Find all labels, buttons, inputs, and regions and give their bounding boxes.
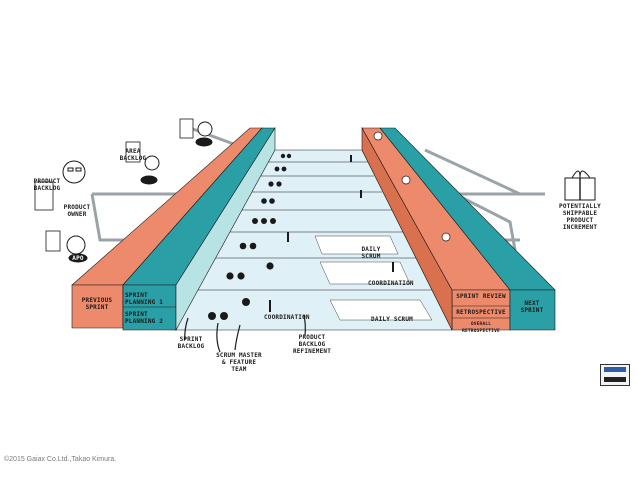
product-owner-label: PRODUCT OWNER [63, 204, 91, 218]
sprint-planning-2-label: SPRINT PLANNING 2 [125, 311, 164, 325]
gift-icon [564, 170, 596, 201]
coordination-label: COORDINATION [264, 314, 310, 321]
area-backlog-label: AREA BACKLOG [119, 148, 147, 162]
backlog-refinement-label: PRODUCT BACKLOG REFINEMENT [292, 334, 332, 355]
license-badge [600, 364, 630, 386]
retrospective-label: RETROSPECTIVE [456, 309, 506, 316]
potentially-shippable-label: POTENTIALLY SHIPPABLE PRODUCT INCREMENT [559, 203, 601, 231]
daily-scrum-label-2: DAILY SCRUM [361, 246, 381, 260]
flower-icon [373, 131, 451, 242]
team-figures [208, 153, 292, 320]
previous-sprint-label: PREVIOUS SPRINT [81, 297, 113, 311]
sprint-review-block [361, 126, 511, 331]
apo-icon [66, 121, 213, 263]
overall-retrospective-label: OVERALL RETROSPECTIVE [462, 322, 500, 334]
next-sprint-label: NEXT SPRINT [520, 300, 544, 314]
backlog-sheet-icon [34, 118, 194, 252]
sprint-planning-1-label: SPRINT PLANNING 1 [125, 292, 164, 306]
apo-label: APO [72, 255, 84, 262]
coordination-arrows [269, 155, 394, 312]
scrum-master-team-label: SCRUM MASTER & FEATURE TEAM [216, 352, 262, 373]
product-backlog-label: PRODUCT BACKLOG [33, 178, 61, 192]
pointer-arrows [184, 314, 306, 353]
daily-scrum-label: DAILY SCRUM [371, 316, 413, 323]
coordination-label-2: COORDINATION [368, 280, 414, 287]
sprint-planning-block [122, 126, 276, 331]
sprint-review-label: SPRINT REVIEW [456, 293, 506, 300]
next-sprint-block [379, 127, 556, 331]
copyright-text: ©2015 Gaiax Co.Ltd.,Takao Kimura. [4, 456, 117, 463]
sprint-backlog-label: SPRINT BACKLOG [177, 336, 205, 350]
product-owner-icon [62, 160, 86, 184]
